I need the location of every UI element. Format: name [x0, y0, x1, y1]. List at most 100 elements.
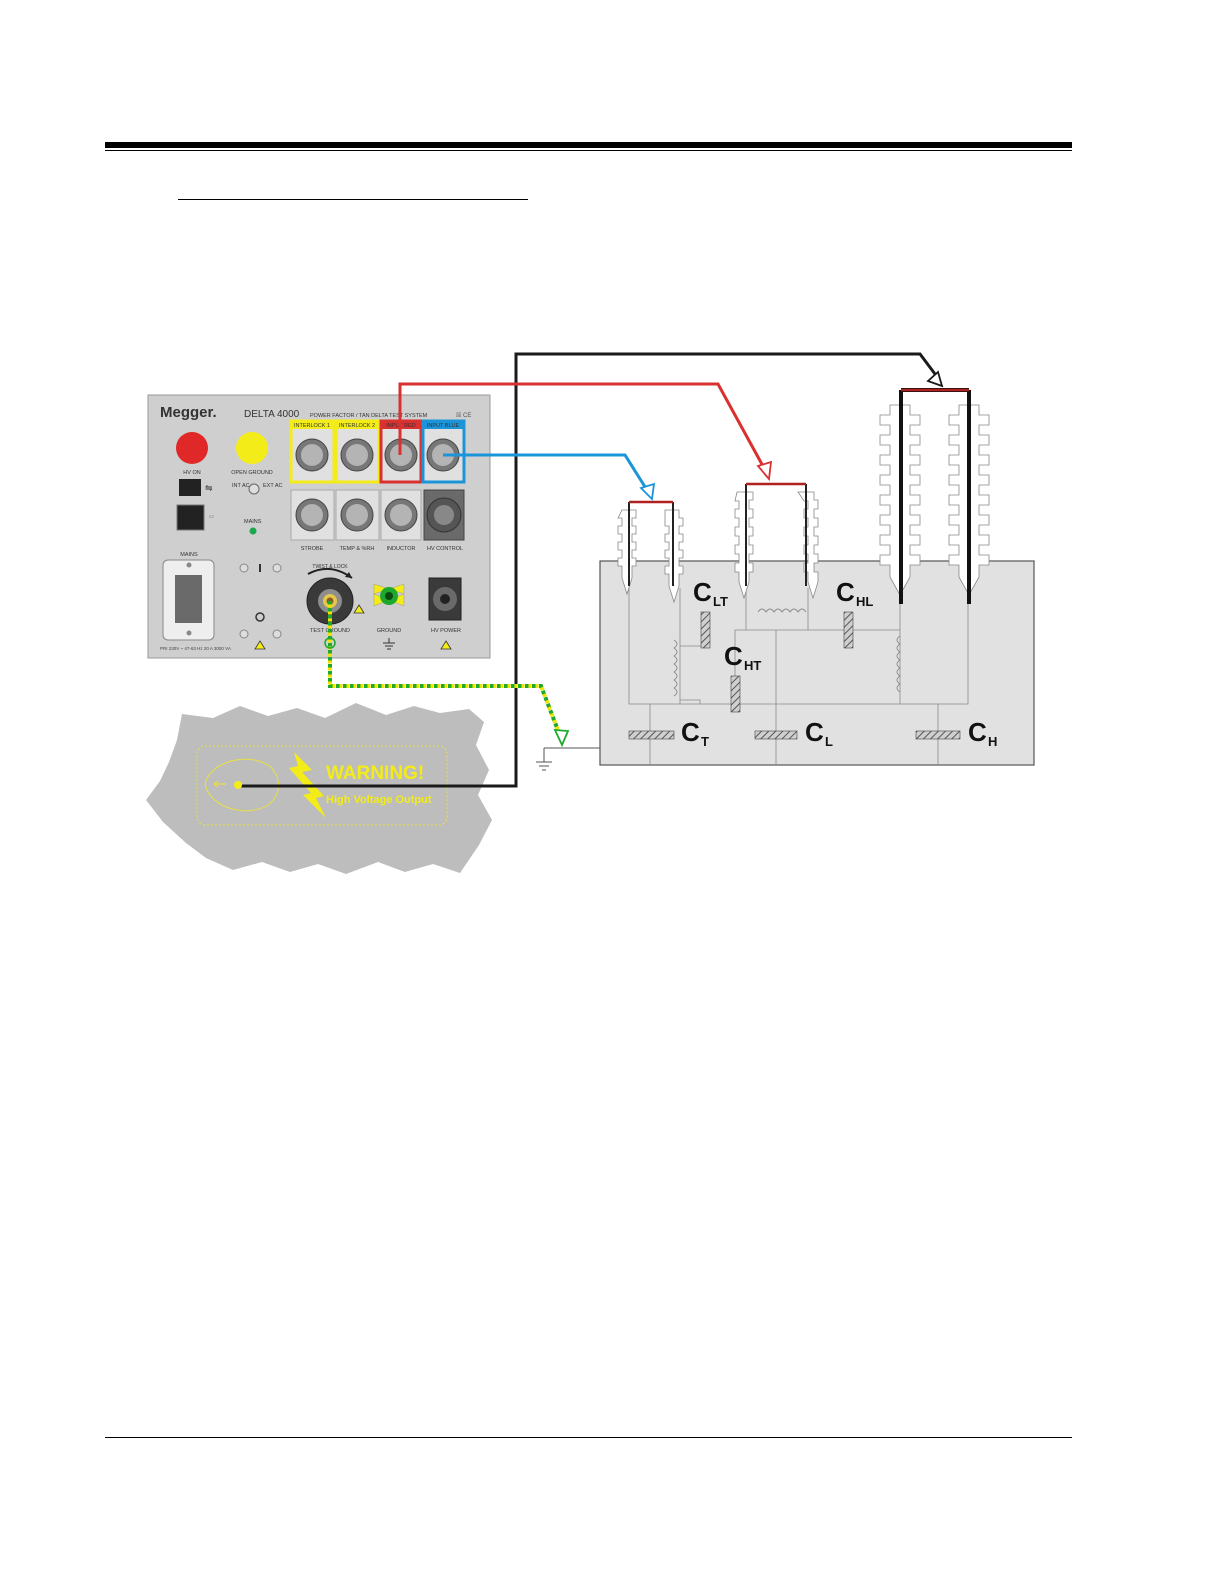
svg-text:HT: HT	[744, 658, 761, 673]
low-winding-coil	[673, 639, 678, 697]
ce-mark-icon: ☒ CE	[456, 412, 471, 419]
tertiary-winding-coil	[757, 608, 807, 613]
ground-label: GROUND	[377, 628, 401, 634]
hv-cable-tag: WARNING! High Voltage Output	[146, 703, 492, 874]
interlock1-label: INTERLOCK 1	[294, 423, 330, 429]
screw	[239, 629, 249, 639]
screw	[239, 563, 249, 573]
interlock2-connector[interactable]: INTERLOCK 2	[334, 419, 381, 484]
int-ac-label: INT AC	[232, 483, 250, 489]
red-lead	[398, 382, 766, 469]
arrow-left-icon	[213, 780, 226, 788]
hv-on-button[interactable]	[176, 432, 208, 464]
mains-label: MAINS	[180, 552, 198, 558]
hv-control-connector[interactable]: HV CONTROL	[423, 489, 465, 552]
screw	[272, 563, 282, 573]
input-blue-label: INPUT BLUE	[427, 423, 460, 429]
hv-lead	[238, 352, 940, 788]
blue-lead-arrowhead-icon	[639, 482, 656, 501]
hv-lead-plug	[234, 781, 242, 789]
panel-model: DELTA 4000	[244, 409, 300, 420]
ct-capacitor	[628, 730, 675, 740]
svg-text:C: C	[968, 717, 987, 747]
ground-lead-stripe	[328, 601, 561, 734]
caution-icon	[353, 604, 365, 614]
temp-rh-connector[interactable]: TEMP & %RH	[335, 489, 380, 552]
ext-ac-label: EXT AC	[263, 483, 282, 489]
svg-text:C: C	[836, 577, 855, 607]
on-mark-icon	[259, 564, 261, 572]
hv-on-label: HV ON	[183, 470, 200, 476]
clt-label: C LT	[693, 577, 728, 609]
delta4000-panel: Megger. DELTA 4000 POWER FACTOR / TAN DE…	[147, 394, 491, 659]
strobe-label: STROBE	[301, 546, 324, 552]
blue-lead	[443, 453, 649, 491]
inductor-connector[interactable]: INDUCTOR	[380, 489, 422, 552]
caution-icon	[254, 640, 266, 650]
strobe-connector[interactable]: STROBE	[290, 489, 335, 552]
ground-lead-arrowhead-icon	[553, 728, 570, 748]
mains-led	[249, 527, 257, 535]
ethernet-port[interactable]	[176, 504, 205, 531]
svg-text:C: C	[693, 577, 712, 607]
input-blue-connector[interactable]: INPUT BLUE	[421, 419, 466, 484]
temp-rh-label: TEMP & %RH	[340, 546, 375, 552]
mains-led-label: MAINS	[244, 519, 262, 525]
mains-inlet[interactable]	[162, 559, 215, 641]
open-ground-button[interactable]	[236, 432, 268, 464]
chl-capacitor	[843, 611, 854, 649]
open-ground-label: OPEN GROUND	[231, 470, 273, 476]
panel-subtitle: POWER FACTOR / TAN DELTA TEST SYSTEM	[310, 413, 428, 419]
svg-text:C: C	[681, 717, 700, 747]
low-bushing-right	[797, 491, 819, 600]
ground-lead	[328, 601, 561, 734]
header-rule-thick	[105, 142, 1072, 148]
caution-icon	[440, 640, 452, 650]
section-heading-underline	[178, 199, 528, 200]
ch-label: C H	[968, 717, 997, 749]
warning-subtitle: High Voltage Output	[326, 794, 432, 806]
ground-symbol-icon	[383, 638, 395, 650]
red-lead-arrowhead-icon	[756, 460, 773, 482]
header-rule-thin	[105, 150, 1072, 151]
earth-ground-icon	[536, 747, 600, 771]
chl-label: C HL	[836, 577, 873, 609]
hv-control-label: HV CONTROL	[427, 546, 463, 552]
twist-lock-label: TWIST & LOCK	[312, 564, 348, 570]
inductor-label: INDUCTOR	[387, 546, 416, 552]
svg-text:T: T	[701, 734, 709, 749]
usb-icon: ⇋	[205, 483, 213, 493]
ethernet-icon: ▭	[209, 514, 214, 520]
interlock1-connector[interactable]: INTERLOCK 1	[289, 419, 336, 484]
svg-text:L: L	[825, 734, 833, 749]
cht-label: C HT	[724, 641, 761, 673]
hv-power-label: HV POWER	[431, 628, 461, 634]
cht-capacitor	[730, 675, 741, 713]
hv-power-connector[interactable]	[428, 577, 462, 621]
hv-lead-arrowhead-icon	[926, 370, 944, 388]
svg-text:LT: LT	[713, 594, 728, 609]
high-winding-coil	[896, 635, 901, 693]
ground-lead-clip	[324, 637, 336, 649]
interlock2-label: INTERLOCK 2	[339, 423, 375, 429]
off-mark-icon	[255, 612, 265, 622]
footer-rule	[105, 1437, 1072, 1438]
ch-capacitor	[915, 730, 961, 740]
svg-text:C: C	[724, 641, 743, 671]
twist-arrowhead-icon	[345, 572, 352, 578]
ground-terminal[interactable]	[373, 583, 405, 607]
panel-brand: Megger.	[160, 404, 217, 421]
screw	[272, 629, 282, 639]
usb-port[interactable]	[179, 479, 201, 496]
svg-text:C: C	[805, 717, 824, 747]
clt-capacitor	[700, 611, 711, 649]
transformer: C LT C HL C HT C T C L C H	[599, 388, 1035, 766]
cable-tag-shape	[146, 703, 492, 874]
cl-label: C L	[805, 717, 833, 749]
low-bushing-left	[734, 491, 754, 600]
rating-label: PRI 230V ~ 47-63 Hz 20 A 3000 VA	[160, 646, 231, 651]
warning-title: WARNING!	[326, 763, 424, 784]
ac-source-switch[interactable]	[248, 483, 260, 495]
svg-text:HL: HL	[856, 594, 873, 609]
